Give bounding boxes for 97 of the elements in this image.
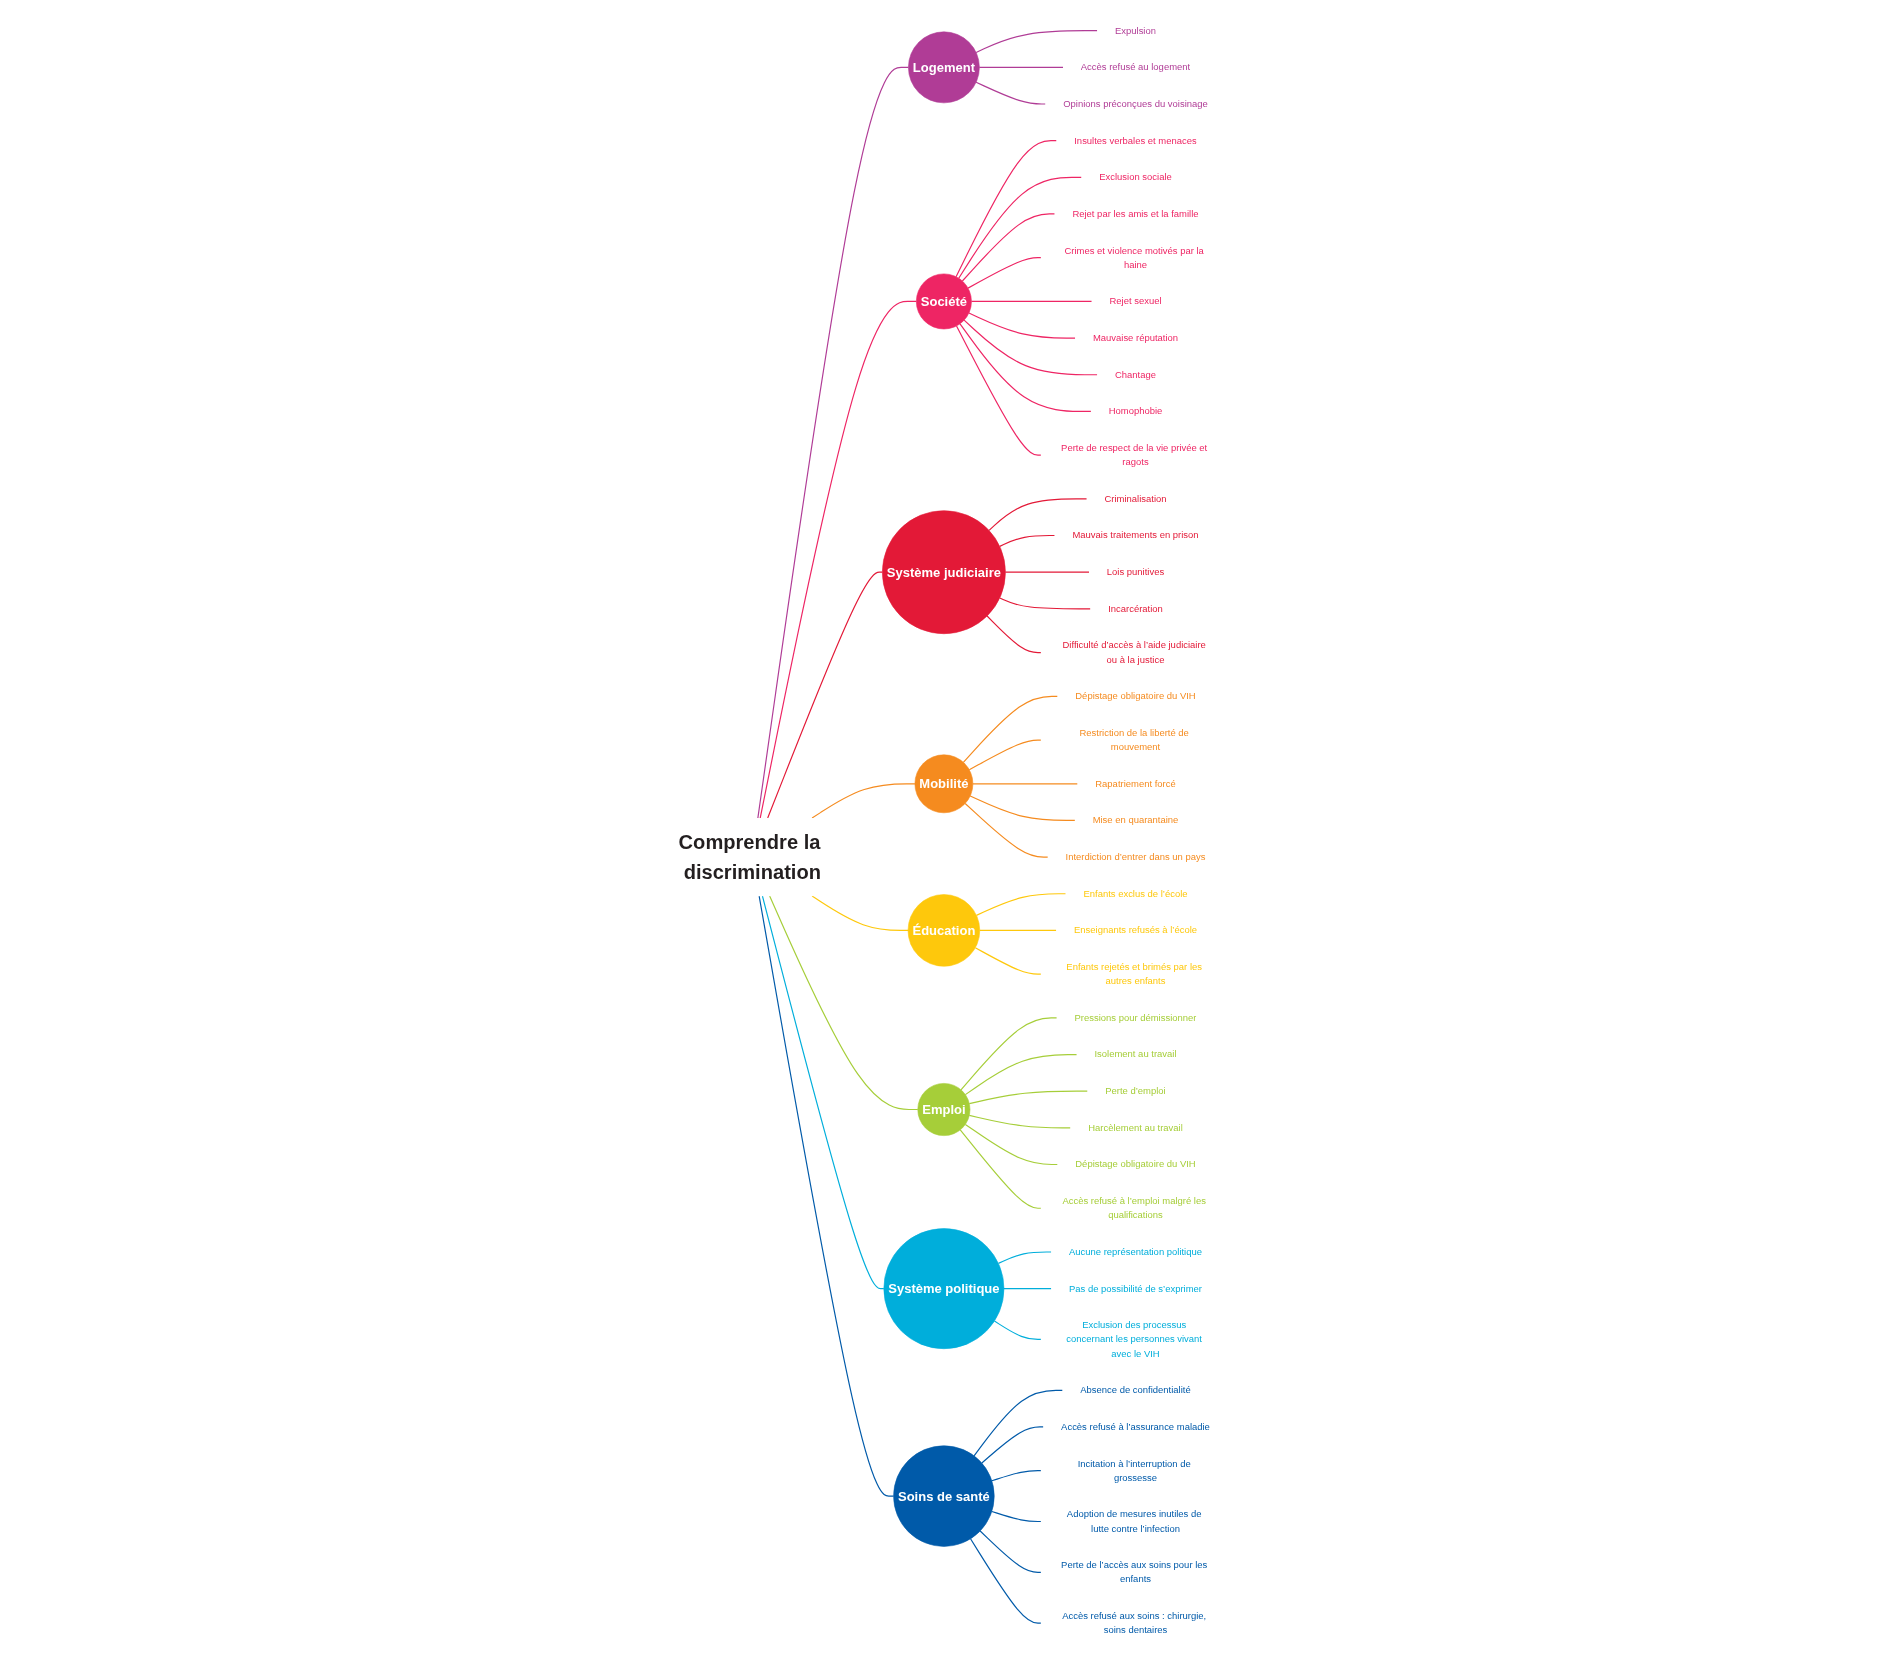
node-text: Lois punitives: [1106, 566, 1164, 577]
node-circle: Système politique: [883, 1228, 1004, 1349]
connector: [975, 30, 1098, 54]
node-text: Expulsion: [1114, 25, 1156, 36]
node-text: Accès refusé au logement: [1080, 62, 1190, 73]
connector: [969, 1538, 1042, 1624]
node-circle: Mobilité: [914, 754, 973, 814]
connector: [964, 802, 1048, 858]
node-circle: Société: [915, 273, 972, 330]
connector: [968, 1114, 1071, 1129]
connector: [761, 895, 884, 1290]
connector: [768, 895, 918, 1111]
node-text: Perte d’emploi: [1104, 1085, 1166, 1096]
node-text: Accès refusé à l’assurance maladie: [1060, 1421, 1210, 1432]
node-text: Harcèlement au travail: [1087, 1122, 1183, 1133]
node-text: Criminalisation: [1104, 493, 1167, 504]
connector: [964, 1123, 1058, 1166]
node-text: Homophobie: [1108, 406, 1162, 417]
node-text: Isolement au travail: [1094, 1049, 1177, 1060]
connector: [967, 257, 1042, 289]
node-text: Insultes verbales et menaces: [1073, 135, 1197, 146]
node-text: Rejet sexuel: [1109, 296, 1162, 307]
node-text: Chantage: [1114, 369, 1156, 380]
connector: [959, 1129, 1042, 1209]
connector: [811, 783, 916, 819]
node-text: Accès refusé à l’emploi malgré les qualifications: [1062, 1195, 1206, 1221]
connector: [997, 1251, 1052, 1264]
connector: [993, 1320, 1042, 1341]
connector: [967, 312, 1076, 339]
connector: [959, 323, 1092, 412]
connector: [973, 1389, 1063, 1457]
node-text: Dépistage obligatoire du VIH: [1074, 690, 1196, 702]
connector: [975, 81, 1046, 105]
node-text: Restriction de la liberté de mouvement: [1079, 727, 1189, 752]
node-text: Perte de l’accès aux soins pour les enfants: [1060, 1559, 1207, 1585]
node-text: Accès refusé aux soins : chirurgie, soins dentaires: [1061, 1610, 1206, 1636]
connector: [1003, 1288, 1052, 1290]
node-text: Perte de respect de la vie privée et ragots: [1060, 442, 1207, 467]
connector: [1004, 571, 1090, 573]
connector: [811, 895, 909, 931]
node-text: Enfants rejetés et brimés par les autres enfants: [1065, 961, 1202, 986]
node-text: Mauvais traitements en prison: [1072, 530, 1199, 541]
node-circle: Système judiciaire: [881, 510, 1006, 634]
connector: [970, 300, 1092, 303]
node-text: Mise en quarantaine: [1092, 815, 1178, 826]
node-text: Rejet par les amis et la famille: [1072, 208, 1199, 219]
connector: [979, 1530, 1042, 1573]
connector: [990, 1510, 1042, 1523]
node-text: Incarcération: [1107, 603, 1163, 614]
node-text: Crimes et violence motivés par la haine: [1064, 245, 1204, 270]
connector: [978, 66, 1064, 68]
node-text: Incitation à l’interruption de grossesse: [1077, 1458, 1191, 1483]
connector: [955, 325, 1042, 456]
connector: [968, 739, 1042, 771]
connector: [975, 893, 1066, 916]
node-text: Opinions préconçues du voisinage: [1062, 98, 1208, 109]
connector: [998, 534, 1055, 547]
connector: [758, 895, 894, 1497]
node-text: Enfants exclus de l’école: [1083, 888, 1188, 899]
node-text: Comprendre la discrimination: [678, 830, 821, 884]
connector: [968, 1090, 1088, 1105]
connector: [971, 783, 1078, 785]
node-circle: Éducation: [907, 894, 980, 967]
connector: [957, 176, 1082, 279]
node-text: Interdiction d’entrer dans un pays: [1065, 851, 1206, 862]
node-circle: Logement: [907, 31, 980, 104]
connector: [963, 319, 1098, 376]
connector: [756, 66, 909, 819]
connector: [955, 140, 1057, 278]
node-text: Exclusion sociale: [1098, 171, 1172, 183]
connector: [964, 1053, 1077, 1096]
node-text: Dépistage obligatoire du VIH: [1074, 1159, 1196, 1170]
node-text: Enseignants refusés à l’école: [1073, 925, 1197, 936]
node-text: Pas de possibilité de s’exprimer: [1068, 1283, 1202, 1294]
connector: [766, 571, 883, 819]
node-text: Adoption de mesures inutiles de lutte contre l’infection: [1066, 1509, 1202, 1534]
node-text: Aucune représentation politique: [1068, 1246, 1202, 1257]
node-text: Pressions pour démissionner: [1074, 1012, 1197, 1023]
node-text: Difficulté d’accès à l’aide judiciaire ou à la justice: [1062, 640, 1206, 665]
connector: [969, 795, 1076, 822]
node-text: Exclusion des processus concernant les personnes vivant avec le VIH: [1065, 1319, 1202, 1359]
connector: [998, 597, 1091, 610]
connector: [988, 498, 1087, 531]
connector: [960, 1017, 1057, 1091]
node-text: Mauvaise réputation: [1092, 332, 1178, 343]
connector: [759, 300, 917, 819]
node-text: Absence de confidentialité: [1079, 1384, 1191, 1396]
connector: [962, 695, 1058, 763]
connector: [974, 947, 1042, 975]
node-circle: Soins de santé: [892, 1445, 995, 1547]
node-circle: Emploi: [917, 1083, 970, 1136]
connector: [980, 1426, 1044, 1464]
node-text: Rapatriement forcé: [1094, 778, 1176, 789]
connector: [978, 929, 1057, 931]
connector: [961, 213, 1055, 282]
connector: [986, 615, 1042, 654]
connector: [990, 1470, 1042, 1482]
